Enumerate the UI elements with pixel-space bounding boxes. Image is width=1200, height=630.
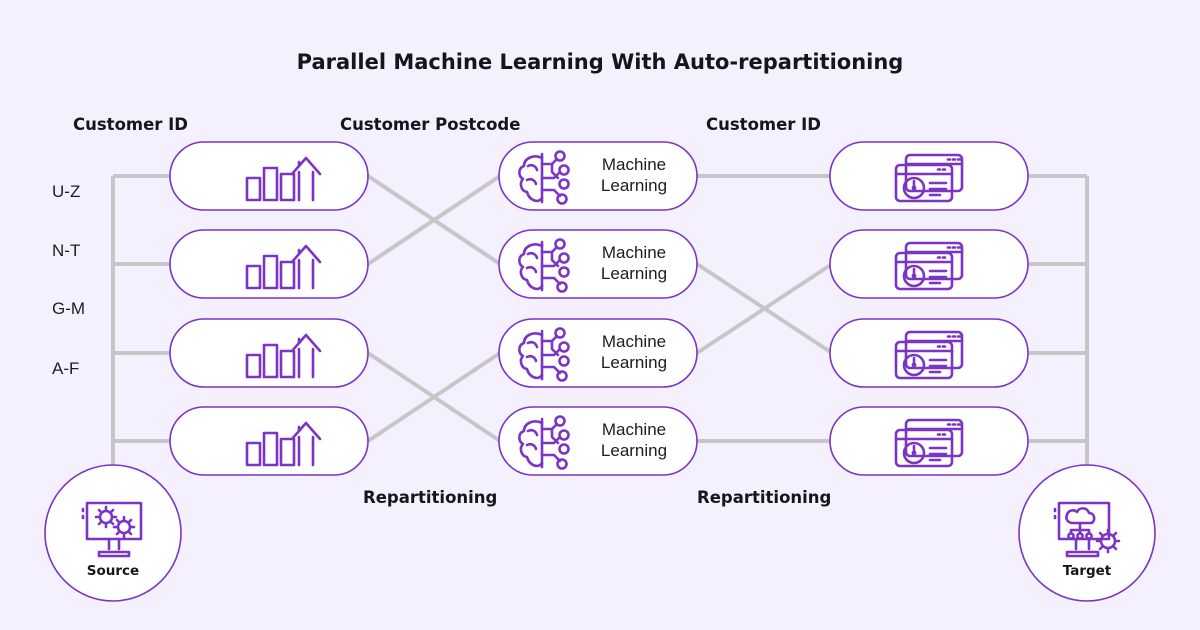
node-ml-4[interactable]: Machine Learning [498, 406, 698, 476]
partition-label-n-t: N-T [52, 241, 80, 260]
repartitioning-label-1: Repartitioning [363, 488, 497, 507]
page-title: Parallel Machine Learning With Auto-repa… [297, 50, 904, 74]
node-ml-4-label-line2: Learning [601, 441, 667, 460]
bar-chart-arrow-up-icon [245, 333, 322, 379]
monitor-gears-icon [81, 501, 143, 558]
node-ml-4-label-line1: Machine [602, 420, 666, 439]
node-ingest-2[interactable] [169, 229, 369, 299]
connector-ml-3-to-output-2 [695, 262, 834, 355]
dashboard-windows-gauge-icon [894, 418, 964, 468]
endpoint-source-shape[interactable] [44, 464, 182, 602]
node-output-1[interactable] [829, 141, 1029, 211]
dashboard-windows-gauge-icon [894, 241, 964, 291]
bar-chart-arrow-up-icon [245, 244, 322, 290]
node-ingest-1-shape[interactable] [169, 141, 369, 211]
node-ingest-3-shape[interactable] [169, 318, 369, 388]
ai-brain-circuit-icon [518, 327, 570, 382]
connector-layer [111, 174, 1089, 512]
bar-chart-arrow-up-icon [245, 156, 322, 202]
node-ingest-4-shape[interactable] [169, 406, 369, 476]
partition-label-u-z: U-Z [52, 182, 80, 201]
node-output-4-shape[interactable] [829, 406, 1029, 476]
node-ml-3[interactable]: Machine Learning [498, 318, 698, 388]
ai-brain-circuit-icon [518, 238, 570, 293]
dashboard-windows-gauge-icon [894, 153, 964, 203]
ai-brain-circuit-icon [518, 415, 570, 470]
bar-chart-arrow-up-icon [245, 421, 322, 467]
node-ml-1-shape[interactable] [498, 141, 698, 211]
node-output-2-shape[interactable] [829, 229, 1029, 299]
partition-label-a-f: A-F [52, 359, 79, 378]
node-output-1-shape[interactable] [829, 141, 1029, 211]
dashboard-windows-gauge-icon [894, 330, 964, 380]
node-ingest-2-shape[interactable] [169, 229, 369, 299]
node-ml-1-label-line2: Learning [601, 176, 667, 195]
node-ml-3-shape[interactable] [498, 318, 698, 388]
node-ml-1[interactable]: Machine Learning [498, 141, 698, 211]
node-output-3-shape[interactable] [829, 318, 1029, 388]
connector-ingest-2-to-ml-1 [366, 174, 502, 266]
node-output-4[interactable] [829, 406, 1029, 476]
endpoint-target-label: Target [1063, 563, 1112, 579]
ai-brain-circuit-icon [518, 150, 570, 205]
monitor-cloud-gear-icon [1053, 501, 1121, 558]
column-header-ml: Customer Postcode [340, 115, 520, 134]
node-ml-2[interactable]: Machine Learning [498, 229, 698, 299]
partition-label-g-m: G-M [52, 299, 85, 318]
node-output-3[interactable] [829, 318, 1029, 388]
endpoint-source[interactable]: Source [44, 464, 182, 602]
node-ingest-1[interactable] [169, 141, 369, 211]
node-ml-3-label-line2: Learning [601, 353, 667, 372]
node-ml-4-shape[interactable] [498, 406, 698, 476]
node-ml-3-label-line1: Machine [602, 332, 666, 351]
node-ml-1-label-line1: Machine [602, 155, 666, 174]
node-ml-2-shape[interactable] [498, 229, 698, 299]
node-ml-2-label-line1: Machine [602, 243, 666, 262]
endpoint-source-label: Source [87, 563, 139, 579]
node-ingest-3[interactable] [169, 318, 369, 388]
repartitioning-label-2: Repartitioning [697, 488, 831, 507]
node-output-2[interactable] [829, 229, 1029, 299]
node-ingest-4[interactable] [169, 406, 369, 476]
column-header-ingest: Customer ID [73, 115, 188, 134]
endpoint-target[interactable]: Target [1018, 464, 1156, 602]
connector-ingest-4-to-ml-3 [366, 351, 502, 443]
column-header-output: Customer ID [706, 115, 821, 134]
node-ml-2-label-line2: Learning [601, 264, 667, 283]
